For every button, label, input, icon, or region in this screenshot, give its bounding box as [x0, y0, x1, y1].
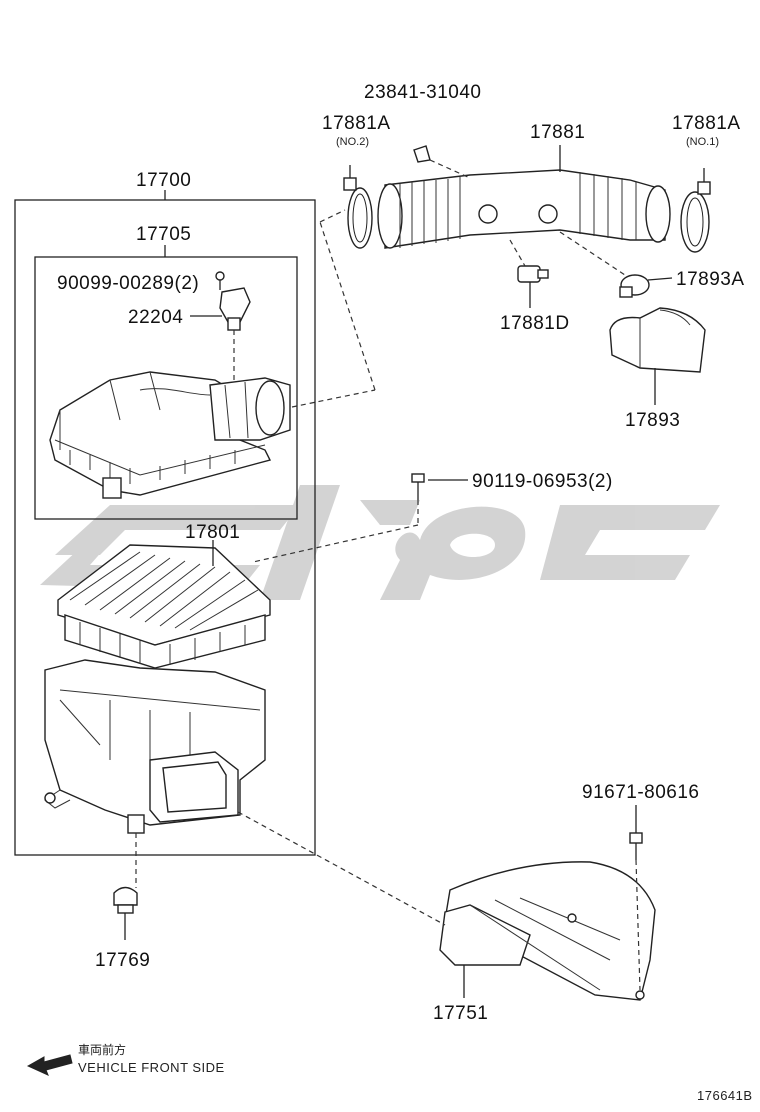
grommet-17769 — [113, 886, 138, 940]
label-17881a-left-sub: (NO.2) — [336, 136, 369, 148]
dashed-leader-case-to-duct — [237, 811, 446, 926]
hose-clamp-no1 — [680, 168, 711, 253]
assembly-box-17705 — [34, 256, 298, 520]
label-90099-00289: 90099-00289(2) — [57, 273, 199, 294]
label-17893a: 17893A — [676, 269, 745, 290]
label-17881d: 17881D — [500, 313, 570, 334]
label-17881a-left: 17881A — [322, 113, 391, 134]
label-23841-31040: 23841-31040 — [364, 82, 482, 103]
hose-clamp-no2 — [343, 165, 373, 249]
vehicle-front-arrow — [26, 1054, 73, 1076]
air-inlet-duct — [439, 861, 656, 1001]
air-cleaner-cap — [49, 371, 291, 499]
bolt-91671 — [629, 805, 643, 991]
label-17700: 17700 — [136, 170, 191, 191]
label-17881a-right-sub: (NO.1) — [686, 136, 719, 148]
label-17751: 17751 — [433, 1003, 488, 1024]
dashed-leader-hose-to-cap-2 — [319, 221, 376, 391]
figure-id: 176641B — [697, 1088, 753, 1103]
resonator-17893 — [609, 307, 706, 405]
dashed-leader-hose-to-cap — [291, 389, 376, 408]
label-90119-06953: 90119-06953(2) — [472, 471, 613, 492]
label-17801: 17801 — [185, 522, 240, 543]
air-filter-element — [57, 544, 271, 669]
mass-air-flow-sensor — [219, 287, 251, 380]
label-17893: 17893 — [625, 410, 680, 431]
label-17881: 17881 — [530, 122, 585, 143]
direction-label-japanese: 車両前方 — [78, 1042, 126, 1057]
label-22204: 22204 — [128, 307, 183, 328]
intake-hose — [377, 169, 671, 249]
dashed-leader-hose-start — [319, 209, 346, 223]
label-17881a-right: 17881A — [672, 113, 741, 134]
label-17769: 17769 — [95, 950, 150, 971]
screw-90099 — [215, 271, 225, 290]
bolt-90119 — [252, 473, 468, 563]
label-91671-80616: 91671-80616 — [582, 782, 700, 803]
small-clamp-17893a — [559, 231, 673, 298]
direction-label-english: VEHICLE FRONT SIDE — [78, 1060, 225, 1075]
label-17705: 17705 — [136, 224, 191, 245]
air-cleaner-case — [44, 659, 266, 888]
hose-clip — [413, 145, 471, 179]
hose-connector-17881d — [509, 239, 549, 308]
